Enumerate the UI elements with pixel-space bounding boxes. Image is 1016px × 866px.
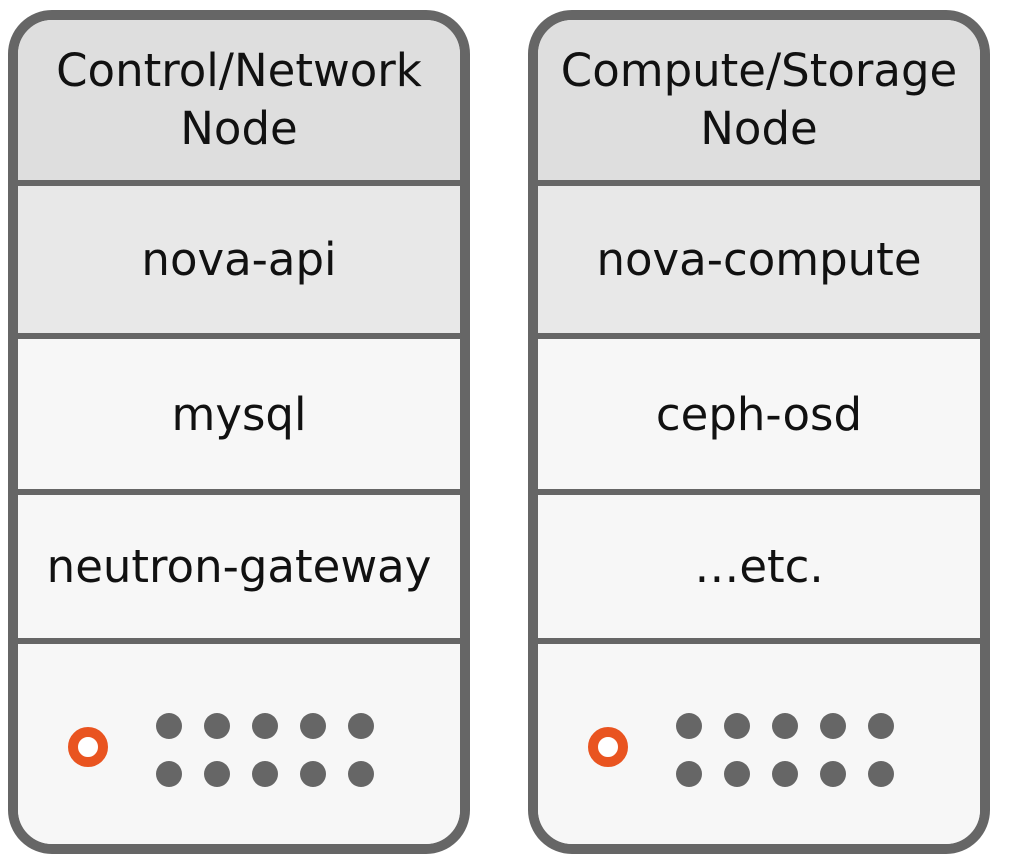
compute-storage-node: Compute/Storage Node nova-compute ceph-o… bbox=[528, 10, 990, 854]
service-row: neutron-gateway bbox=[18, 495, 460, 638]
service-label: nova-compute bbox=[596, 233, 922, 286]
vent-dot-icon bbox=[252, 713, 278, 739]
node-title-line2: Node bbox=[700, 102, 818, 155]
vent-dot-icon bbox=[348, 761, 374, 787]
service-label: nova-api bbox=[141, 233, 337, 286]
vent-dot-icon bbox=[724, 761, 750, 787]
node-title-line2: Node bbox=[180, 102, 298, 155]
service-row: nova-compute bbox=[538, 186, 980, 333]
node-title-line1: Control/Network bbox=[56, 44, 422, 97]
vent-dot-icon bbox=[820, 713, 846, 739]
control-network-node: Control/Network Node nova-api mysql neut… bbox=[8, 10, 470, 854]
vent-dot-icon bbox=[772, 713, 798, 739]
vent-dot-icon bbox=[156, 713, 182, 739]
service-label: mysql bbox=[171, 387, 307, 441]
vent-dot-icon bbox=[868, 713, 894, 739]
node-title-line1: Compute/Storage bbox=[560, 44, 958, 97]
power-indicator-icon bbox=[68, 727, 108, 767]
vent-dot-icon bbox=[204, 761, 230, 787]
node-header: Compute/Storage Node bbox=[538, 20, 980, 180]
node-footer bbox=[538, 694, 980, 844]
vent-dot-icon bbox=[820, 761, 846, 787]
vent-grid bbox=[156, 713, 380, 787]
vent-grid bbox=[676, 713, 900, 787]
service-label: …etc. bbox=[694, 540, 824, 593]
vent-dot-icon bbox=[252, 761, 278, 787]
vent-dot-icon bbox=[868, 761, 894, 787]
divider bbox=[18, 333, 460, 339]
vent-dot-icon bbox=[300, 713, 326, 739]
divider bbox=[18, 638, 460, 644]
divider bbox=[538, 333, 980, 339]
divider bbox=[18, 489, 460, 495]
vent-dot-icon bbox=[300, 761, 326, 787]
service-row: …etc. bbox=[538, 495, 980, 638]
service-label: ceph-osd bbox=[655, 387, 863, 441]
vent-dot-icon bbox=[156, 761, 182, 787]
node-footer bbox=[18, 694, 460, 844]
divider bbox=[538, 489, 980, 495]
divider bbox=[18, 180, 460, 186]
power-indicator-icon bbox=[588, 727, 628, 767]
service-row: mysql bbox=[18, 339, 460, 489]
divider bbox=[538, 180, 980, 186]
vent-dot-icon bbox=[204, 713, 230, 739]
vent-dot-icon bbox=[724, 713, 750, 739]
vent-dot-icon bbox=[676, 713, 702, 739]
service-label: neutron-gateway bbox=[46, 540, 432, 593]
service-row: ceph-osd bbox=[538, 339, 980, 489]
node-header: Control/Network Node bbox=[18, 20, 460, 180]
vent-dot-icon bbox=[772, 761, 798, 787]
vent-dot-icon bbox=[348, 713, 374, 739]
service-row: nova-api bbox=[18, 186, 460, 333]
vent-dot-icon bbox=[676, 761, 702, 787]
divider bbox=[538, 638, 980, 644]
